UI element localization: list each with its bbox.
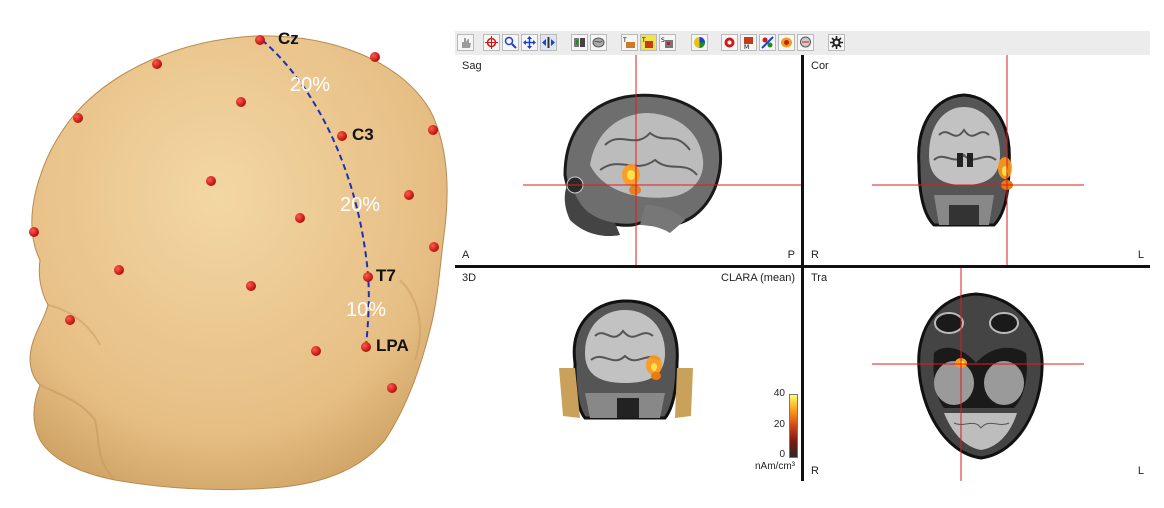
electrode-label-lpa: LPA <box>376 336 409 355</box>
horizontal-divider <box>455 265 1150 268</box>
vertical-divider <box>801 55 804 481</box>
s-image-icon[interactable]: S <box>659 34 676 51</box>
percentage-label-cz-c3: 20% <box>290 74 331 96</box>
brain-surface-icon[interactable] <box>590 34 607 51</box>
source-overlay-icon[interactable] <box>778 34 795 51</box>
method-label: CLARA (mean) <box>721 272 795 284</box>
viewer-toolbar: T T S M <box>455 31 1150 56</box>
head-surface <box>29 35 448 491</box>
transverse-view[interactable]: Tra R L <box>804 268 1150 481</box>
measurement-arc <box>261 39 370 347</box>
electrode-label-cz: Cz <box>278 29 299 48</box>
electrode-cz <box>255 35 265 45</box>
t1-overlay-icon[interactable]: T <box>640 34 657 51</box>
electrode-t7 <box>363 272 373 282</box>
orientation-right: L <box>1137 465 1144 477</box>
move-icon[interactable] <box>521 34 538 51</box>
orientation-right: P <box>787 249 795 261</box>
view-title: Cor <box>811 60 829 72</box>
orientation-right: L <box>1137 249 1144 261</box>
head-icon[interactable] <box>797 34 814 51</box>
mri-viewer: T T S M Sag A <box>455 31 1150 481</box>
head-model-figure: Cz C3 T7 LPA 20% 20% 10% <box>0 0 450 508</box>
electrode-set <box>29 52 439 393</box>
dipole-icon[interactable] <box>721 34 738 51</box>
percentage-label-c3-t7: 20% <box>340 194 381 216</box>
colorbar-mid: 20 <box>773 419 785 430</box>
zoom-icon[interactable] <box>502 34 519 51</box>
clipping-icon[interactable] <box>759 34 776 51</box>
percentage-label-t7-lpa: 10% <box>346 299 387 321</box>
electrode-c3 <box>337 131 347 141</box>
sagittal-view[interactable]: Sag A P <box>455 55 801 265</box>
svg-text:T: T <box>623 37 627 44</box>
m-image-icon[interactable]: M <box>740 34 757 51</box>
t1-image-icon[interactable]: T <box>621 34 638 51</box>
electrode-label-t7: T7 <box>376 266 396 285</box>
settings-icon[interactable] <box>828 34 845 51</box>
sagittal-mri-slice <box>523 55 801 265</box>
electrode-lpa <box>361 342 371 352</box>
svg-text:M: M <box>744 44 749 49</box>
hand-icon[interactable] <box>457 34 474 51</box>
crosshair-icon[interactable] <box>483 34 500 51</box>
colorbar-min: 0 <box>779 449 785 460</box>
color-map-icon[interactable] <box>691 34 708 51</box>
coronal-view[interactable]: Cor R L <box>804 55 1150 265</box>
view-title: Sag <box>462 60 482 72</box>
mri-slices-icon[interactable] <box>571 34 588 51</box>
colorbar-max: 40 <box>773 388 785 399</box>
colorbar-unit: nAm/cm³ <box>755 461 795 472</box>
3d-mri-render <box>559 299 693 420</box>
electrode-label-c3: C3 <box>352 125 374 144</box>
coronal-mri-slice <box>872 55 1084 265</box>
transverse-mri-slice <box>872 268 1084 481</box>
3d-view[interactable]: 3D CLARA (mean) 40 20 0 nAm/cm³ <box>455 268 801 481</box>
orientation-left: A <box>462 249 470 261</box>
head-model-graphic <box>29 35 448 491</box>
view-title: Tra <box>811 272 828 284</box>
svg-text:S: S <box>661 37 665 44</box>
orientation-left: R <box>811 465 819 477</box>
svg-text:T: T <box>642 37 646 44</box>
orientation-left: R <box>811 249 819 261</box>
colorbar <box>789 394 798 458</box>
view-title: 3D <box>462 272 477 284</box>
pan-icon[interactable] <box>540 34 557 51</box>
